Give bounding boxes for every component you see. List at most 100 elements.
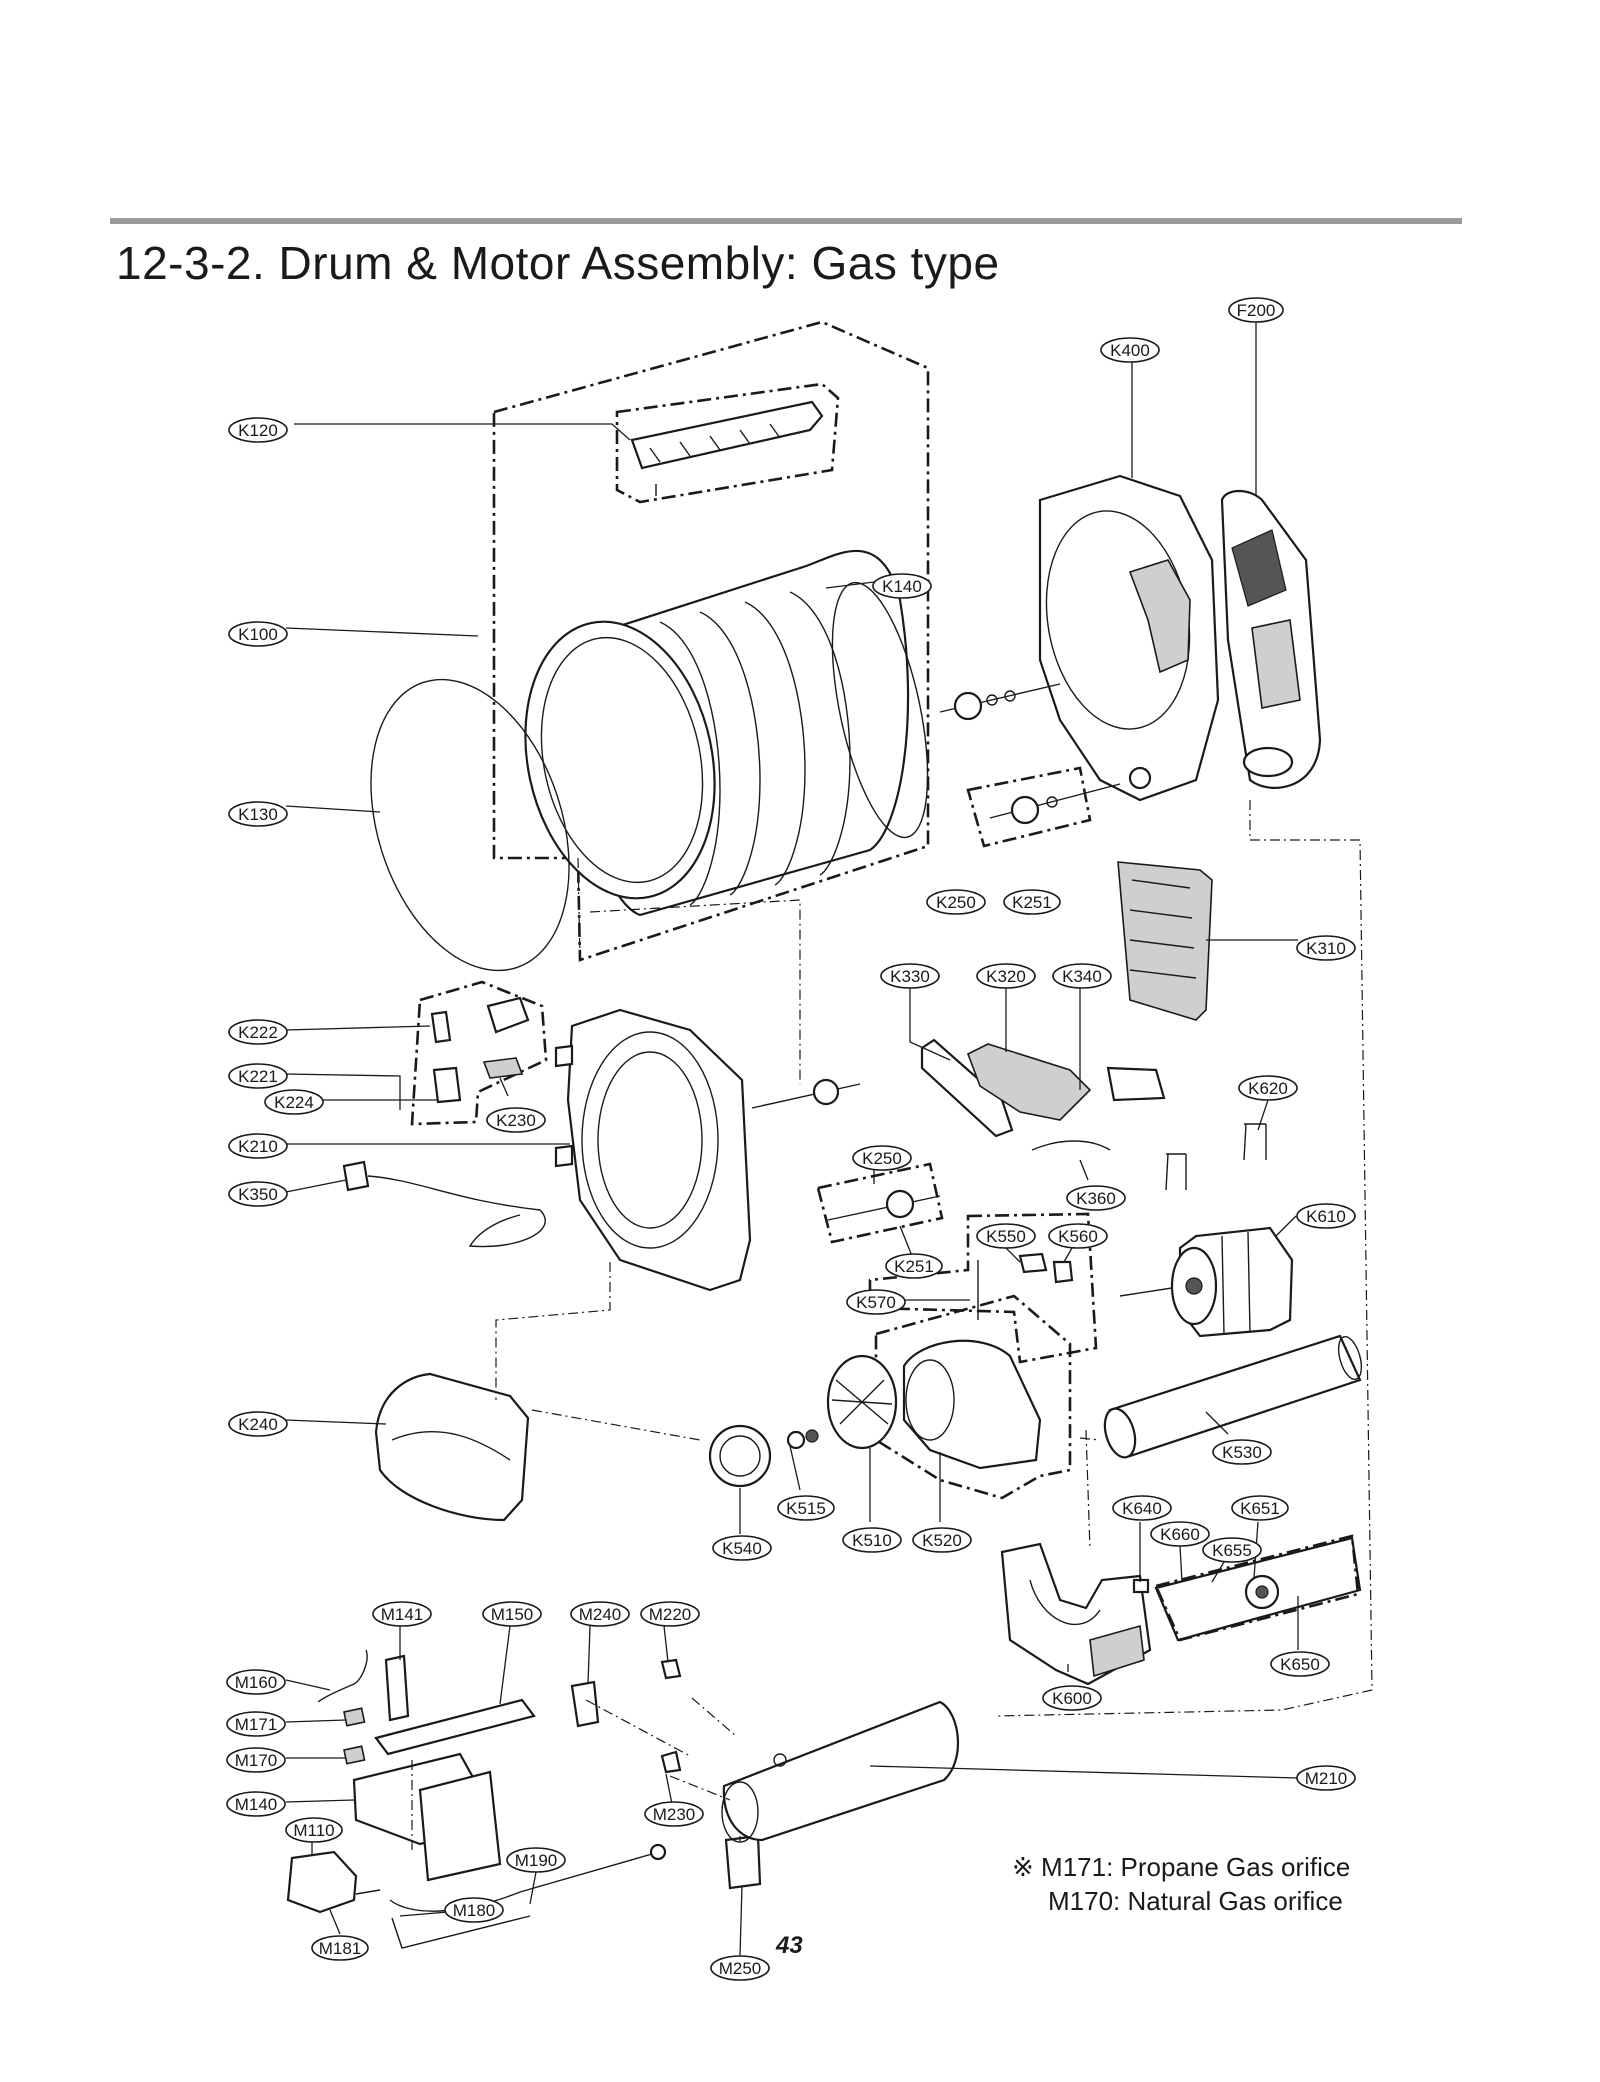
callout-K140: K140 xyxy=(872,573,932,599)
roller-group-boundary-upper xyxy=(966,766,1092,848)
svg-text:K510: K510 xyxy=(852,1531,892,1550)
rear-bulkhead-part xyxy=(1038,474,1220,802)
svg-text:K140: K140 xyxy=(882,577,922,596)
callout-M190: M190 xyxy=(506,1847,566,1873)
svg-text:K100: K100 xyxy=(238,625,278,644)
callout-K224: K224 xyxy=(264,1089,324,1115)
svg-text:M190: M190 xyxy=(515,1851,558,1870)
svg-text:K610: K610 xyxy=(1306,1207,1346,1226)
callout-K250-upper: K250 xyxy=(926,889,986,915)
sensor-harness-part xyxy=(342,1160,546,1248)
svg-text:M140: M140 xyxy=(235,1795,278,1814)
callout-K320: K320 xyxy=(976,963,1036,989)
callout-K600: K600 xyxy=(1042,1685,1102,1711)
callout-K250-lower: K250 xyxy=(852,1145,912,1171)
note-line-2: M170: Natural Gas orifice xyxy=(1012,1884,1350,1918)
roller-group-boundary-lower xyxy=(816,1162,944,1244)
callout-K560: K560 xyxy=(1048,1223,1108,1249)
callout-K530: K530 xyxy=(1212,1439,1272,1465)
callout-M220: M220 xyxy=(640,1601,700,1627)
svg-text:M160: M160 xyxy=(235,1673,278,1692)
svg-text:M250: M250 xyxy=(719,1959,762,1978)
svg-text:K400: K400 xyxy=(1110,341,1150,360)
svg-text:K655: K655 xyxy=(1212,1541,1252,1560)
front-bulkhead-part xyxy=(554,1008,752,1292)
callout-M230: M230 xyxy=(644,1801,704,1827)
burner-bracket-parts xyxy=(570,1658,762,1890)
note-symbol: ※ xyxy=(1012,1852,1034,1882)
callout-K655: K655 xyxy=(1202,1537,1262,1563)
svg-text:K620: K620 xyxy=(1248,1079,1288,1098)
exhaust-duct-part xyxy=(1103,1334,1363,1459)
callout-K540: K540 xyxy=(712,1535,772,1561)
callout-K660: K660 xyxy=(1150,1521,1210,1547)
svg-text:K650: K650 xyxy=(1280,1655,1320,1674)
callout-K651: K651 xyxy=(1231,1495,1289,1521)
callout-M170: M170 xyxy=(226,1747,286,1773)
svg-text:K550: K550 xyxy=(986,1227,1026,1246)
callout-K221: K221 xyxy=(228,1063,288,1089)
lint-filter-part xyxy=(1117,861,1213,1021)
callout-M181: M181 xyxy=(311,1935,369,1961)
callout-K251-upper: K251 xyxy=(1003,889,1061,915)
callout-K550: K550 xyxy=(976,1223,1036,1249)
svg-text:K240: K240 xyxy=(238,1415,278,1434)
svg-text:K600: K600 xyxy=(1052,1689,1092,1708)
lint-filter-housing-part xyxy=(1220,489,1322,789)
roller-shaft-part-mid xyxy=(751,1078,861,1109)
front-slide-parts xyxy=(920,1038,1166,1151)
gas-burner-parts xyxy=(286,1649,667,1949)
callout-K251-lower: K251 xyxy=(885,1253,943,1279)
page-title: 12-3-2. Drum & Motor Assembly: Gas type xyxy=(116,237,1000,289)
svg-text:K660: K660 xyxy=(1160,1525,1200,1544)
drum-part xyxy=(524,549,929,917)
callout-K620: K620 xyxy=(1238,1075,1298,1101)
callout-K230: K230 xyxy=(486,1107,546,1133)
callout-K610: K610 xyxy=(1296,1203,1356,1229)
callout-M160: M160 xyxy=(226,1669,286,1695)
motor-clamps xyxy=(1165,1123,1267,1191)
svg-text:K210: K210 xyxy=(238,1137,278,1156)
svg-text:K251: K251 xyxy=(1012,893,1052,912)
roller-shaft-part-lower xyxy=(827,1189,941,1221)
svg-text:K640: K640 xyxy=(1122,1499,1162,1518)
svg-text:K130: K130 xyxy=(238,805,278,824)
svg-text:K570: K570 xyxy=(856,1293,896,1312)
svg-text:K250: K250 xyxy=(862,1149,902,1168)
blower-cover-part xyxy=(374,1372,530,1522)
svg-text:M110: M110 xyxy=(293,1821,334,1840)
roller-shaft-part-upper-2 xyxy=(989,783,1121,825)
svg-text:K120: K120 xyxy=(238,421,278,440)
svg-text:K340: K340 xyxy=(1062,967,1102,986)
callout-M171: M171 xyxy=(226,1711,286,1737)
roller-shaft-part-upper xyxy=(939,683,1061,721)
assembly-connector-lines xyxy=(411,800,1373,1850)
callout-M141: M141 xyxy=(372,1601,432,1627)
callout-K520: K520 xyxy=(912,1527,972,1553)
callout-K210: K210 xyxy=(228,1133,288,1159)
callout-K350: K350 xyxy=(228,1181,288,1207)
svg-text:M181: M181 xyxy=(319,1939,362,1958)
svg-text:M220: M220 xyxy=(649,1605,692,1624)
callout-K400: K400 xyxy=(1100,337,1160,363)
blower-group-boundary xyxy=(874,1294,1072,1500)
callout-M240: M240 xyxy=(570,1601,630,1627)
svg-text:M150: M150 xyxy=(491,1605,534,1624)
svg-text:K230: K230 xyxy=(496,1111,536,1130)
page-number: 43 xyxy=(776,1932,803,1959)
svg-text:K320: K320 xyxy=(986,967,1026,986)
motor-mount-part xyxy=(1000,1542,1152,1686)
callout-K130: K130 xyxy=(228,801,288,827)
callout-M210: M210 xyxy=(1296,1765,1356,1791)
header-rule xyxy=(110,218,1462,224)
svg-text:K515: K515 xyxy=(786,1499,826,1518)
svg-text:K222: K222 xyxy=(238,1023,278,1042)
svg-text:M141: M141 xyxy=(381,1605,424,1624)
svg-text:K251: K251 xyxy=(894,1257,934,1276)
callout-K510: K510 xyxy=(842,1527,902,1553)
callout-M110: M110 xyxy=(285,1817,343,1843)
svg-text:M240: M240 xyxy=(579,1605,622,1624)
svg-text:K250: K250 xyxy=(936,893,976,912)
note-line-1: ※ M171: Propane Gas orifice xyxy=(1012,1850,1350,1884)
